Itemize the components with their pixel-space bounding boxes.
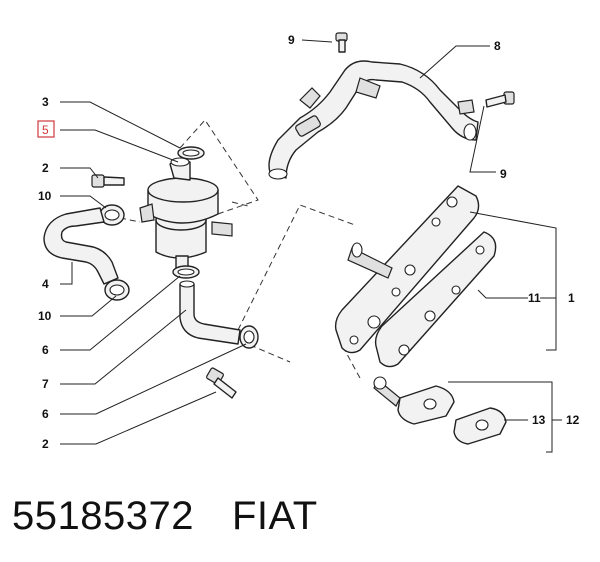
callout-4: 4 — [42, 277, 49, 291]
callout-2-lower: 2 — [42, 437, 49, 451]
callout-2-upper: 2 — [42, 161, 49, 175]
brand-name: FIAT — [231, 493, 318, 538]
callout-9-top: 9 — [288, 33, 295, 47]
gasket-part-13 — [453, 407, 507, 445]
hose-part-4 — [43, 207, 119, 285]
callout-5: 5 — [42, 123, 49, 137]
callout-6-lower: 6 — [42, 407, 49, 421]
callout-9-right: 9 — [500, 167, 507, 181]
callout-13: 13 — [532, 413, 546, 427]
callout-10-lower: 10 — [38, 309, 52, 323]
callout-7: 7 — [42, 377, 49, 391]
callout-10-upper: 10 — [38, 189, 52, 203]
leader-lines — [60, 39, 562, 453]
bolt-part-2-upper — [91, 174, 125, 188]
callout-6-upper: 6 — [42, 343, 49, 357]
separator-part-5 — [139, 157, 233, 271]
bolt-part-9-right — [485, 91, 515, 108]
clamp-part-6-upper — [172, 265, 200, 279]
fitting-part-12 — [373, 376, 455, 425]
callout-3: 3 — [42, 95, 49, 109]
bolt-part-9-top — [335, 32, 348, 53]
callout-5-highlight-box — [37, 120, 55, 138]
cooler-assembly-part-1 — [334, 185, 497, 368]
callout-1: 1 — [568, 291, 575, 305]
bolt-part-2-lower — [206, 367, 237, 399]
exploded-parts-diagram: 3 5 2 10 4 10 6 7 6 2 9 8 9 11 1 13 12 — [37, 32, 580, 453]
callout-8: 8 — [494, 39, 501, 53]
clamp-part-6-lower — [239, 325, 259, 349]
part-footer: 55185372 FIAT — [12, 492, 318, 540]
callout-labels: 3 5 2 10 4 10 6 7 6 2 9 8 9 11 1 13 12 — [37, 33, 580, 451]
clamp-part-10-lower — [104, 279, 130, 301]
callout-11: 11 — [528, 291, 541, 305]
callout-12: 12 — [566, 413, 580, 427]
tube-part-8 — [268, 60, 479, 180]
pipe-part-7 — [179, 280, 241, 345]
part-number: 55185372 — [12, 493, 194, 538]
clamp-part-3 — [177, 146, 205, 160]
